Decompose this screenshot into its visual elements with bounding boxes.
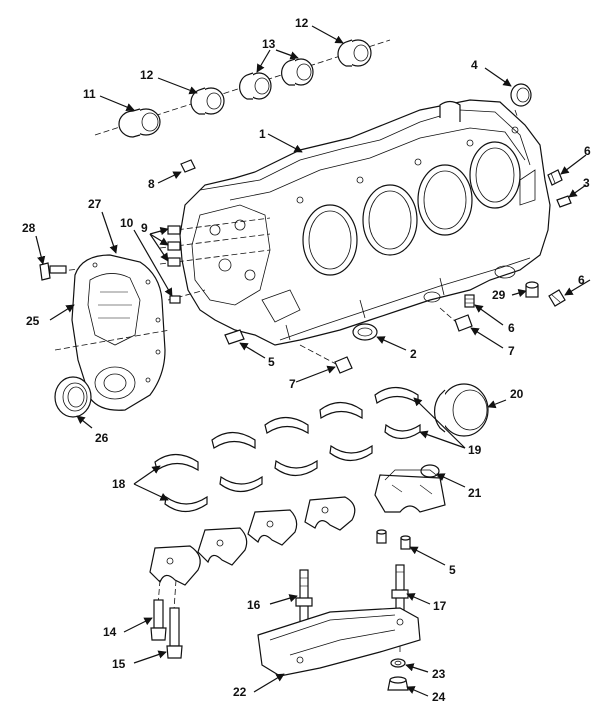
callout-2: 2: [410, 347, 417, 361]
fitting-6-top: [547, 169, 563, 186]
oil-deflector-22: [257, 607, 421, 677]
dowel-pins-5-bottom: [376, 529, 411, 550]
callout-29: 29: [492, 288, 506, 302]
callout-3: 3: [583, 176, 590, 190]
callout-23: 23: [432, 667, 446, 681]
cam-bearing-13b: [281, 58, 314, 86]
callout-22: 22: [233, 685, 247, 699]
callout-11: 11: [83, 87, 96, 101]
callout-15: 15: [112, 657, 126, 671]
cap-bolt-15: [166, 579, 183, 659]
callout-18: 18: [112, 477, 126, 491]
nut-24: [387, 676, 409, 691]
callout-16: 16: [247, 598, 261, 612]
timing-cover-25: [71, 254, 166, 411]
callout-4: 4: [471, 58, 478, 72]
dowel-pins-10: [167, 289, 206, 304]
callout-5-lower: 5: [449, 563, 456, 577]
fitting-6-lower: [464, 294, 475, 308]
dowel-pin-8: [180, 159, 196, 173]
front-seal-26: [54, 376, 92, 418]
plug-7-right: [439, 307, 473, 332]
callout-7-bottom: 7: [289, 377, 296, 391]
callout-10: 10: [120, 216, 134, 230]
callout-5-upper: 5: [268, 355, 275, 369]
timing-studs-9: [159, 217, 271, 267]
fitting-29: [525, 281, 539, 298]
callout-25: 25: [26, 314, 40, 328]
engine-block: [179, 99, 551, 346]
callout-7-right: 7: [508, 344, 515, 358]
callout-labels: 1 2 3 4 5 5 6 6 6 7 7 8 9 10 11 12 12 13…: [22, 16, 591, 704]
callout-6-right: 6: [578, 273, 585, 287]
cam-bearing-13a: [239, 72, 272, 100]
camshaft-bearing-group: [94, 39, 391, 138]
leader-arrows: [35, 25, 591, 697]
upper-shell-row-2: [164, 444, 373, 513]
callout-27: 27: [88, 197, 102, 211]
callout-8: 8: [148, 177, 155, 191]
callout-26: 26: [95, 431, 109, 445]
upper-shell-row-1: [154, 386, 421, 472]
callout-24: 24: [432, 690, 446, 704]
cam-bearing-12a: [190, 87, 225, 115]
callout-13: 13: [262, 37, 276, 51]
callout-12-left: 12: [140, 68, 154, 82]
callout-20: 20: [510, 387, 524, 401]
main-bearing-caps: [149, 469, 446, 586]
dowel-pin-5-front: [224, 329, 245, 345]
callout-28: 28: [22, 221, 36, 235]
washer-23: [390, 658, 406, 668]
cam-bearing-11: [118, 108, 161, 138]
fitting-6-right: [548, 289, 566, 307]
cap-bolt-14: [150, 579, 167, 641]
rear-main-seal-20: [434, 383, 489, 437]
callout-9: 9: [141, 221, 148, 235]
main-bearing-shells: [154, 386, 421, 513]
callout-12-right: 12: [295, 16, 309, 30]
callout-1: 1: [259, 127, 266, 141]
plug-7-bottom: [299, 344, 353, 374]
fitting-3: [556, 195, 572, 208]
cam-bearing-12b: [337, 39, 372, 67]
callout-14: 14: [103, 625, 117, 639]
callout-6-top: 6: [584, 144, 591, 158]
callout-21: 21: [468, 486, 482, 500]
cylinder-bores: [302, 141, 521, 276]
callout-6-lower: 6: [508, 321, 515, 335]
plug-2: [352, 323, 378, 341]
callout-17: 17: [433, 599, 447, 613]
callout-19: 19: [468, 443, 482, 457]
